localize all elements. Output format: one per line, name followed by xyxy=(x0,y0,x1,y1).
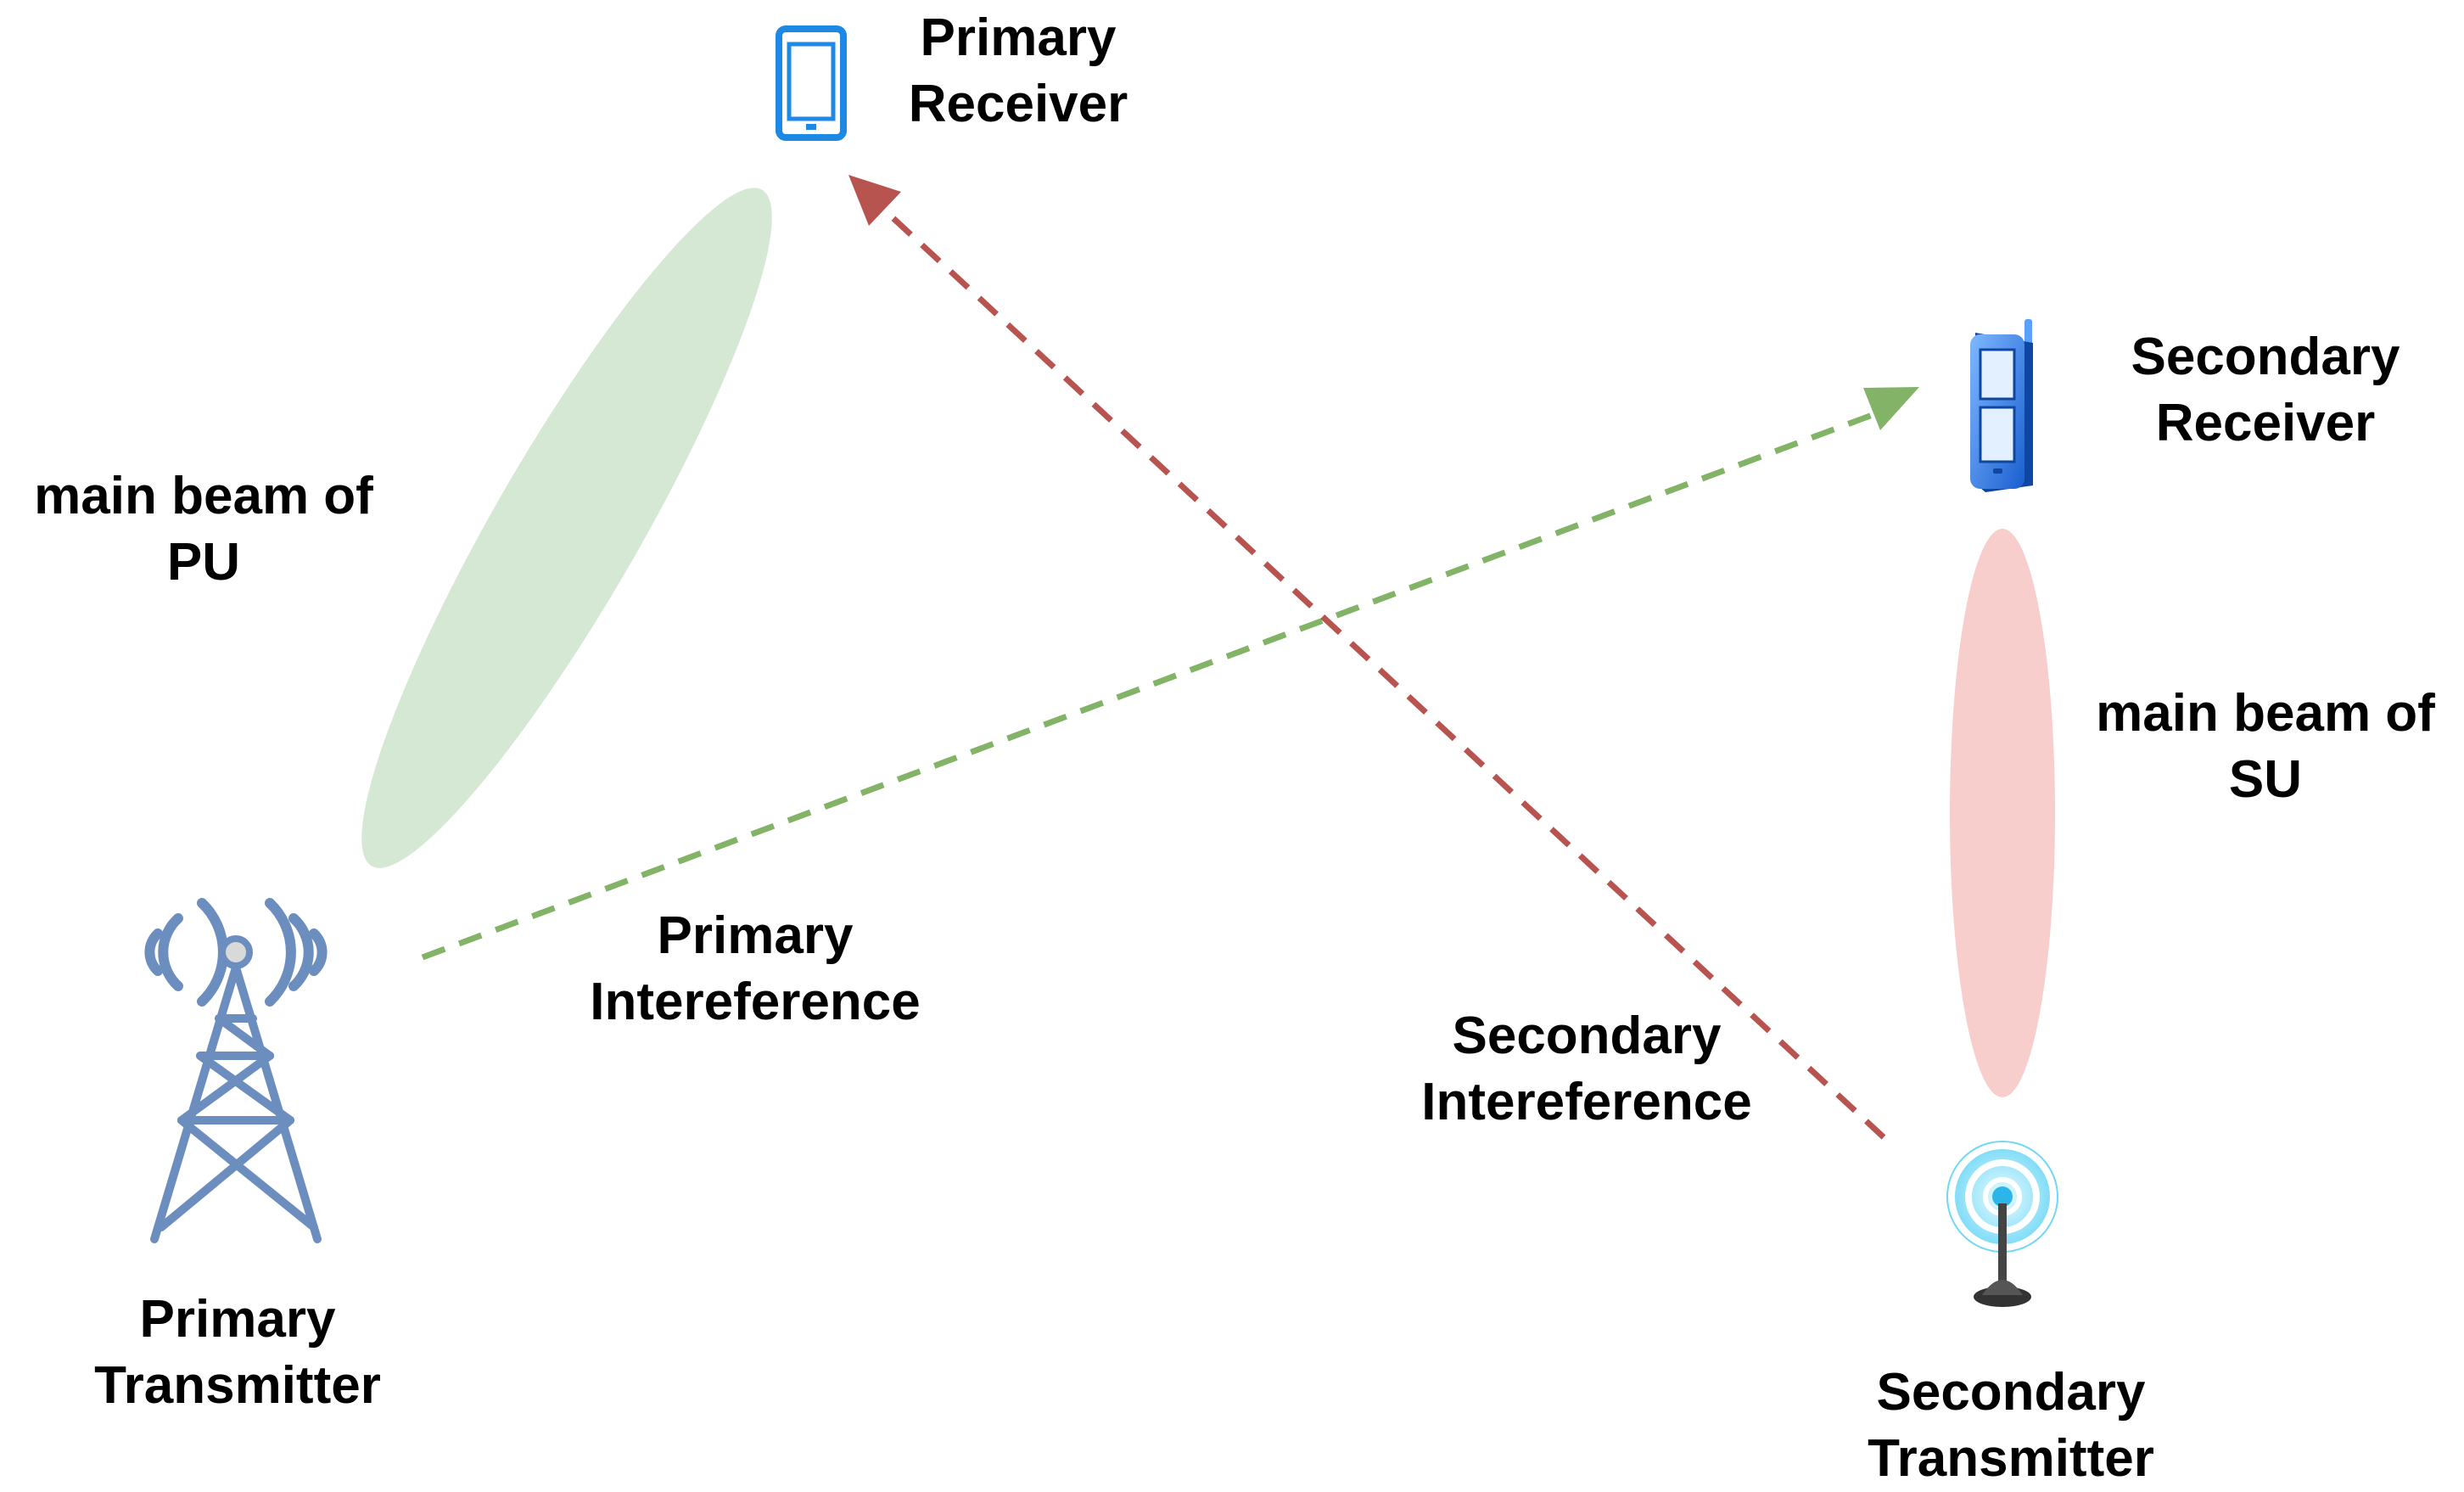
primary-receiver-label-line2: Receiver xyxy=(908,75,1128,133)
mobile-phone-icon xyxy=(776,25,847,141)
secondary-transmitter-label: Secondary Transmitter xyxy=(1824,1360,2198,1492)
pu-main-beam-label-line2: PU xyxy=(166,533,241,592)
secondary-interference-label-line1: Secondary xyxy=(1452,1007,1722,1065)
pu-main-beam xyxy=(361,188,772,868)
secondary-transmitter-label-line1: Secondary xyxy=(1876,1363,2146,1422)
secondary-receiver-label-line2: Receiver xyxy=(2155,394,2376,452)
secondary-interference-label-line2: Intereference xyxy=(1421,1073,1752,1131)
primary-interference-label: Primary Intereference xyxy=(560,903,950,1035)
primary-interference-arrow xyxy=(421,387,1919,961)
primary-receiver-label: Primary Receiver xyxy=(882,5,1154,137)
radio-tower-icon xyxy=(144,898,328,1243)
secondary-receiver-label-line1: Secondary xyxy=(2131,328,2400,386)
su-main-beam xyxy=(1950,529,2055,1097)
pu-main-beam-label: main beam of PU xyxy=(0,463,407,596)
secondary-transmitter-label-line2: Transmitter xyxy=(1868,1429,2154,1488)
secondary-interference-arrow xyxy=(848,175,1886,1140)
primary-transmitter-label-line2: Transmitter xyxy=(94,1356,381,1415)
antenna-signal-icon xyxy=(1946,1141,2058,1307)
secondary-interference-label: Secondary Intereference xyxy=(1392,1003,1782,1136)
primary-receiver-label-line1: Primary xyxy=(920,8,1117,67)
handheld-device-icon xyxy=(1970,319,2033,492)
pu-main-beam-label-line1: main beam of xyxy=(34,467,373,525)
primary-transmitter-label: Primary Transmitter xyxy=(51,1287,424,1419)
primary-transmitter-label-line1: Primary xyxy=(139,1290,336,1349)
su-main-beam-label-line1: main beam of xyxy=(2096,684,2435,743)
su-main-beam-label-line2: SU xyxy=(2228,750,2303,809)
secondary-receiver-label: Secondary Receiver xyxy=(2096,324,2435,457)
primary-interference-label-line2: Intereference xyxy=(590,973,921,1031)
su-main-beam-label: main beam of SU xyxy=(2062,681,2464,813)
primary-interference-label-line1: Primary xyxy=(657,906,854,965)
